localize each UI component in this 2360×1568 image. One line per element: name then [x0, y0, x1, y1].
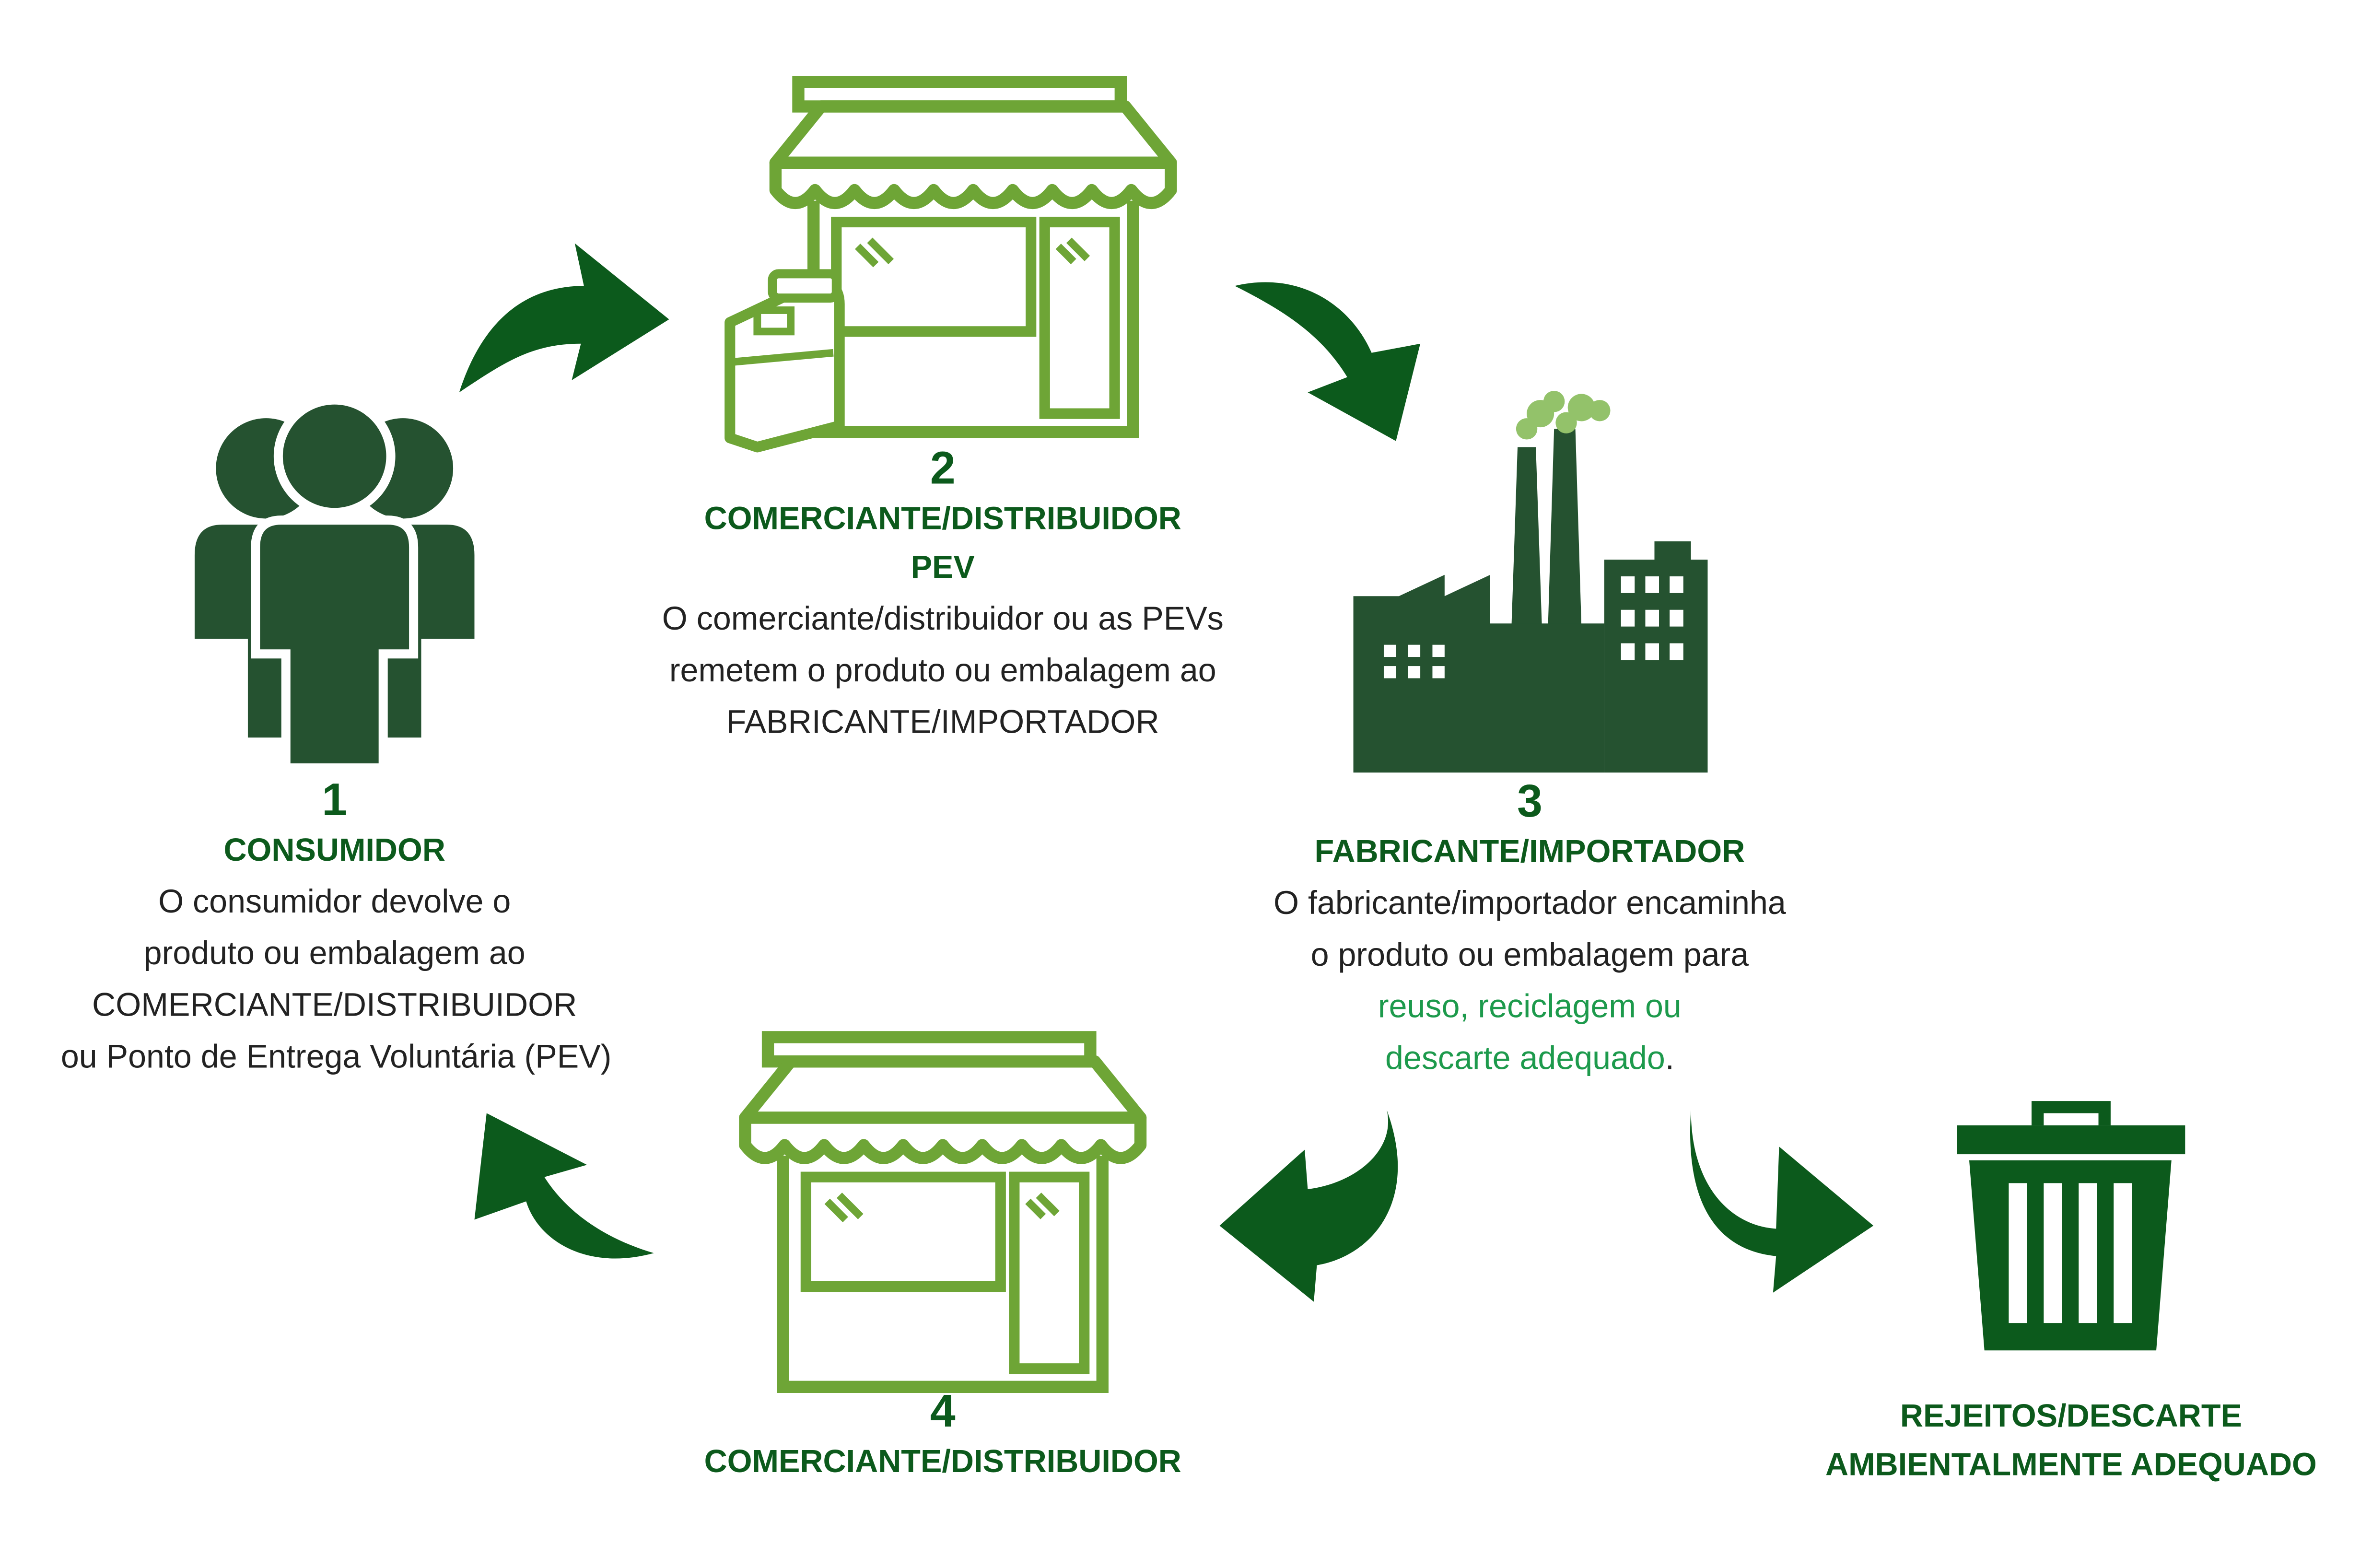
step-subtitle: PEV — [911, 550, 975, 585]
curved-arrows — [459, 243, 1874, 1302]
step-title: FABRICANTE/IMPORTADOR — [1314, 835, 1745, 870]
people-group-icon — [194, 395, 475, 773]
step-highlight-line: reuso, reciclagem ou — [1378, 988, 1682, 1025]
consumer-step: 1 CONSUMIDOR O consumidor devolve o prod… — [60, 775, 612, 1083]
disposal-step: REJEITOS/DESCARTE AMBIENTALMENTE ADEQUAD… — [1794, 1393, 2348, 1490]
step-description-line: FABRICANTE/IMPORTADOR — [726, 704, 1159, 741]
step-number: 2 — [930, 444, 956, 494]
step-description-line: ou Ponto de Entrega Voluntária (PEV) — [60, 1039, 612, 1076]
store-icon — [745, 1037, 1141, 1387]
step-description-line: O comerciante/distribuidor ou as PEVs — [662, 600, 1224, 637]
factory-icon — [1353, 391, 1708, 773]
step-description-line: remetem o produto ou embalagem ao — [669, 652, 1216, 689]
curved-arrow-icon — [474, 1113, 654, 1259]
step-number: 1 — [322, 775, 348, 826]
curved-arrow-icon — [1690, 1110, 1874, 1293]
trash-can-icon — [1957, 1101, 2185, 1351]
curved-arrow-icon — [1219, 1110, 1398, 1302]
step-title: COMERCIANTE/DISTRIBUIDOR — [704, 1444, 1181, 1480]
distributor-pev-step: 2 COMERCIANTE/DISTRIBUIDOR PEV O comerci… — [639, 444, 1247, 748]
disposal-title-line: REJEITOS/DESCARTE — [1900, 1399, 2242, 1434]
step-title: CONSUMIDOR — [223, 833, 445, 868]
step-title: COMERCIANTE/DISTRIBUIDOR — [704, 502, 1181, 537]
step-description-line: O consumidor devolve o — [158, 883, 511, 920]
distributor-step: 4 COMERCIANTE/DISTRIBUIDOR — [669, 1387, 1216, 1487]
end-punctuation: . — [1665, 1040, 1674, 1077]
step-description-line: O fabricante/importador encaminha — [1273, 885, 1786, 922]
step-description-line: produto ou embalagem ao — [143, 935, 526, 972]
disposal-title-line: AMBIENTALMENTE ADEQUADO — [1825, 1448, 2317, 1483]
store-with-washing-machine-icon — [724, 82, 1171, 453]
step-number: 3 — [1517, 777, 1542, 828]
step-description-line: o produto ou embalagem para — [1310, 936, 1749, 973]
step-description-line: COMERCIANTE/DISTRIBUIDOR — [92, 987, 577, 1024]
manufacturer-step: 3 FABRICANTE/IMPORTADOR O fabricante/imp… — [1232, 777, 1828, 1085]
curved-arrow-icon — [1235, 282, 1421, 441]
step-highlight-text: descarte adequado — [1385, 1040, 1665, 1077]
step-description-line: descarte adequado. — [1232, 1032, 1828, 1084]
step-number: 4 — [930, 1387, 956, 1437]
curved-arrow-icon — [459, 243, 669, 393]
